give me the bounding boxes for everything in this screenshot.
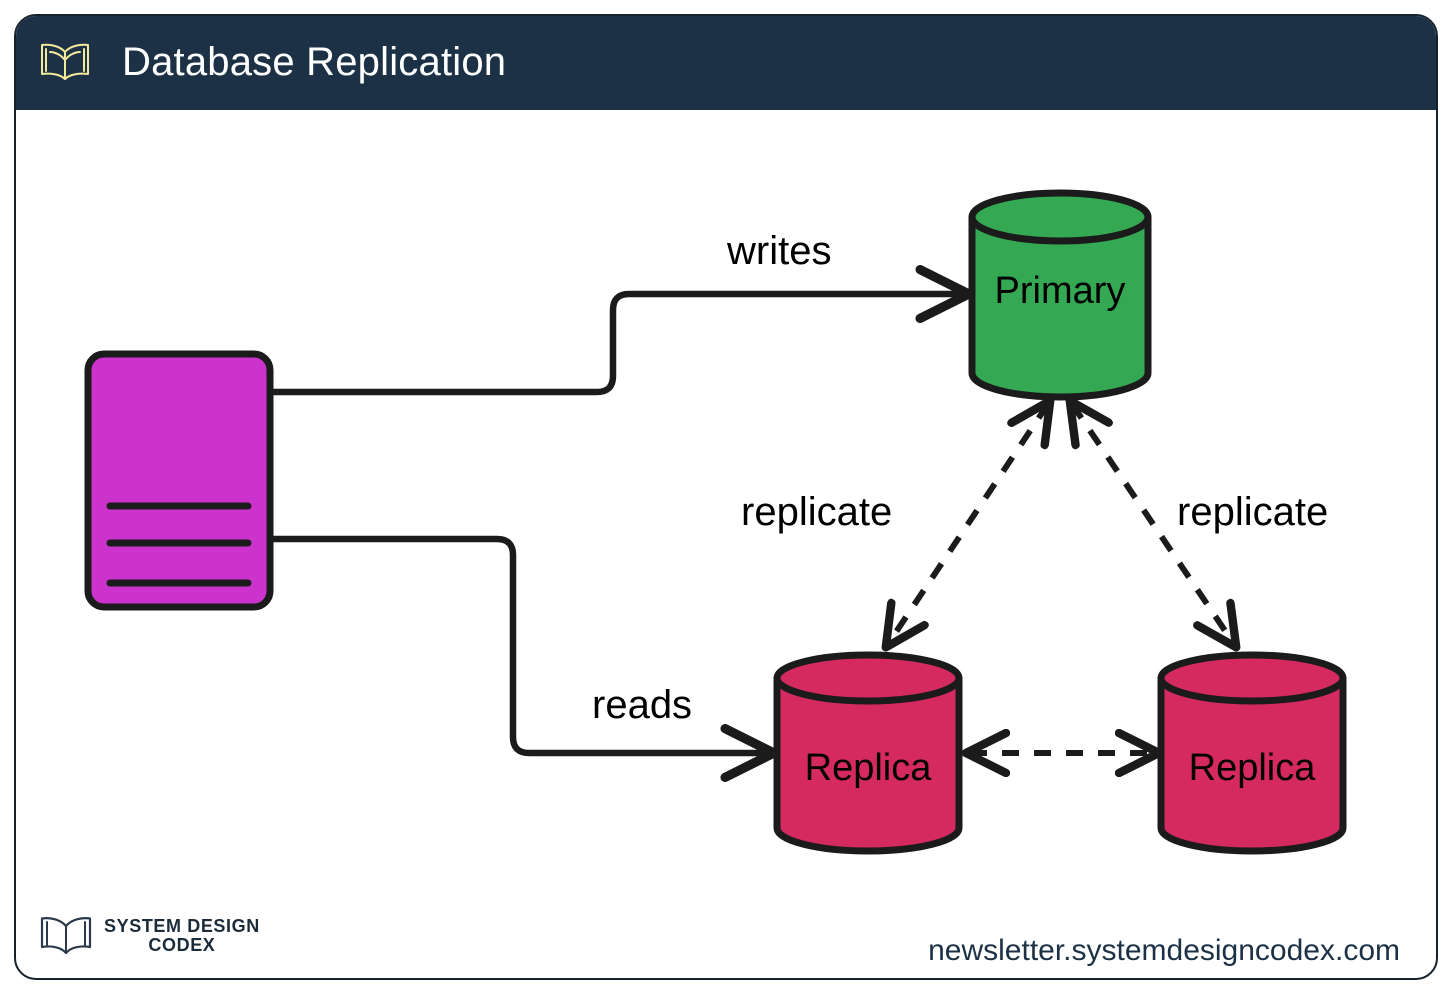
- diagram-card: Database Replication: [14, 14, 1438, 980]
- edge-replicate-left-line: [888, 404, 1048, 644]
- brand-logo-line-2: CODEX: [148, 935, 216, 955]
- card-header: Database Replication: [16, 16, 1436, 110]
- edge-replicate-right-line: [1072, 404, 1234, 644]
- brand-logo: SYSTEM DESIGN CODEX: [38, 914, 260, 958]
- node-replica-1: [773, 651, 963, 855]
- diagram-canvas: [84, 189, 1347, 855]
- brand-logo-line-1: SYSTEM DESIGN: [104, 916, 260, 937]
- edge-reads-line: [252, 535, 779, 783]
- node-replica-2: [1157, 651, 1347, 855]
- open-book-icon: [41, 43, 89, 80]
- page-title: Database Replication: [122, 39, 507, 84]
- node-client: [84, 350, 274, 611]
- newsletter-url: newsletter.systemdesigncodex.com: [928, 934, 1400, 967]
- node-primary: [968, 189, 1152, 401]
- open-book-icon: [40, 917, 92, 955]
- edge-writes-line: [252, 264, 974, 396]
